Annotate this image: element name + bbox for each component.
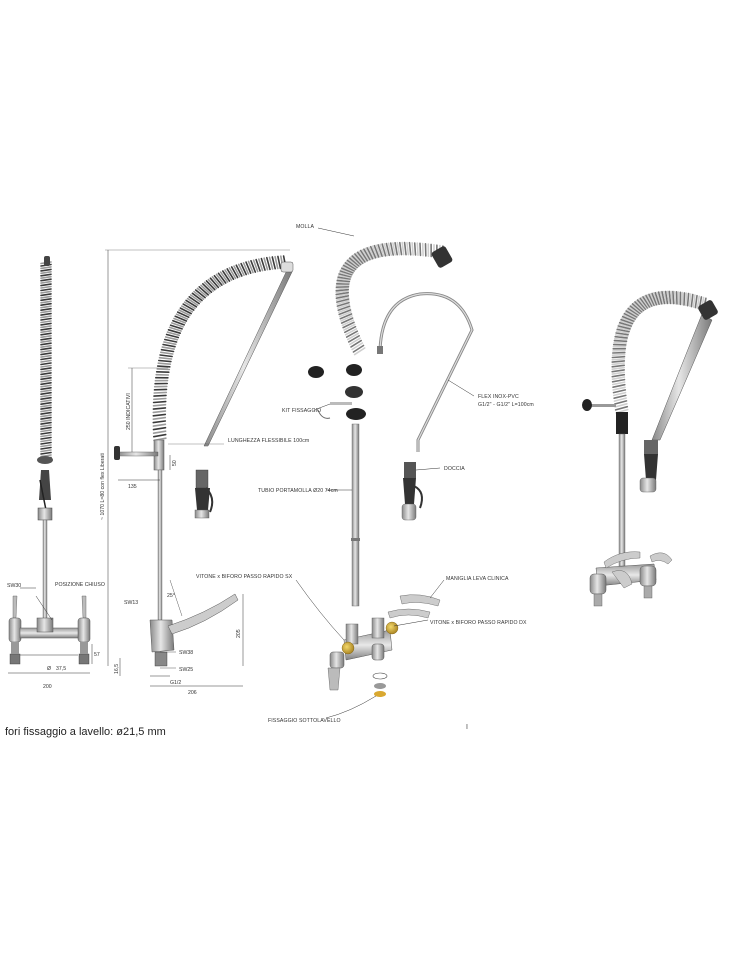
label-maniglia: MANIGLIA LEVA CLINICA — [446, 576, 509, 582]
front-view: SW30 POSIZIONE CHIUSO Ø 37,5 200 57 — [7, 256, 105, 690]
label-flex-line2: G1/2" - G1/2" L=100cm — [478, 402, 534, 408]
side-view: ~ 1070 L=80 con flex Liberati 250 INDICA… — [100, 249, 309, 696]
dim-sw25: SW25 — [179, 667, 193, 673]
dim-57: 57 — [94, 652, 100, 658]
dim-diameter-symbol: Ø — [47, 666, 51, 672]
label-doccia: DOCCIA — [444, 466, 465, 472]
dim-206: 206 — [188, 690, 197, 696]
front-spring — [40, 261, 52, 463]
label-kit-fissaggio: KIT FISSAGGIO — [282, 408, 321, 414]
perspective-view — [582, 290, 718, 607]
label-vitone-sx: VITONE x BIFORO PASSO RAPIDO SX — [196, 574, 293, 580]
footer-mark: I — [466, 724, 468, 731]
dim-g12: G1/2 — [170, 680, 181, 686]
label-fissaggio-sottolavello: FISSAGGIO SOTTOLAVELLO — [268, 718, 341, 724]
molla-spring — [335, 241, 444, 356]
dim-sw38: SW38 — [179, 650, 193, 656]
dim-1070: ~ 1070 L=80 con flex Liberati — [100, 453, 106, 520]
label-molla: MOLLA — [296, 224, 315, 230]
dim-200: 200 — [43, 684, 52, 690]
dim-sw30: SW30 — [7, 583, 21, 589]
side-spring — [152, 255, 287, 442]
label-flex-line1: FLEX INOX-PVC — [478, 394, 519, 400]
dim-37-5: 37,5 — [56, 666, 66, 672]
exploded-view: MOLLA KIT FISSAGGIO FLEX INOX-PVC G1/2" … — [196, 224, 534, 724]
label-lunghezza-flessibile: LUNGHEZZA FLESSIBILE 100cm — [228, 438, 309, 444]
label-posizione-chiuso: POSIZIONE CHIUSO — [55, 582, 105, 588]
dim-50: 50 — [172, 460, 178, 466]
dim-205: 205 — [236, 629, 242, 638]
label-vitone-dx: VITONE x BIFORO PASSO RAPIDO DX — [430, 620, 527, 626]
dim-135: 135 — [128, 484, 137, 490]
dim-16-5: 16,5 — [114, 664, 120, 674]
perspective-spring — [611, 290, 707, 414]
dim-250: 250 INDICATIVI — [126, 393, 132, 430]
label-tubo-portamolla: TUBIO PORTAMOLLA Ø20 74cm — [258, 488, 338, 494]
dim-25-deg: 25° — [167, 593, 175, 599]
footer-note: fori fissaggio a lavello: ø21,5 mm — [5, 726, 166, 738]
dim-sw13: SW13 — [124, 600, 138, 606]
